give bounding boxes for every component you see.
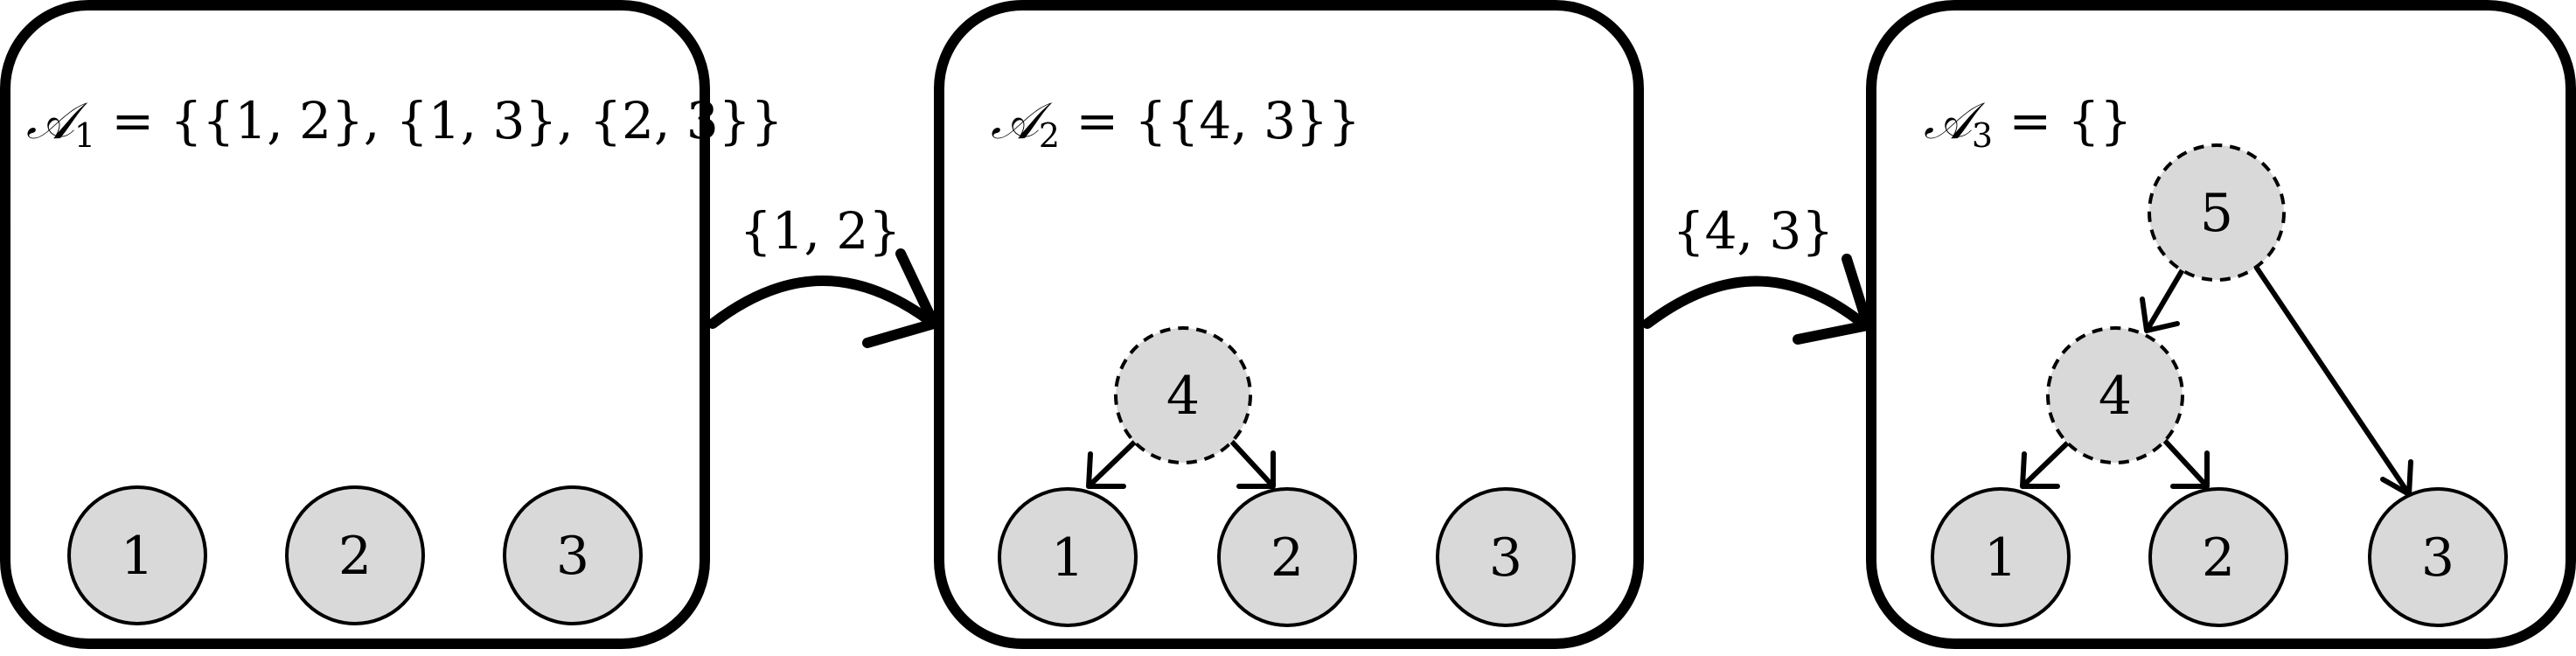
panel-3-node-4-circle xyxy=(2046,326,2184,464)
panel-2-edge-4-to-1-head xyxy=(1086,451,1126,489)
panel-2-node-1-circle xyxy=(998,487,1138,627)
panel-2-edge-4-to-1-line xyxy=(1086,437,1139,489)
panel-3-edge-4-to-2 xyxy=(2162,437,2210,489)
panel-1-frame xyxy=(0,0,710,649)
panel-3-node-2-circle xyxy=(2148,487,2288,627)
panel-2-node-1: 1 xyxy=(998,487,1138,627)
panel-1-node-3: 3 xyxy=(503,485,643,625)
panel-1-node-2-circle xyxy=(285,485,425,625)
panel-2-title: 𝒜2 = {{4, 3}} xyxy=(991,91,1361,155)
panel-3-node-5-label: 5 xyxy=(2200,183,2233,244)
transition-1-arrow xyxy=(707,276,936,329)
transition-2-arrow xyxy=(1642,276,1870,331)
panel-3-edge-4-to-2-line xyxy=(2162,437,2210,489)
panel-3-node-3-circle xyxy=(2368,487,2508,627)
panel-2-node-4-label: 4 xyxy=(1166,366,1200,427)
panel-1-node-3-label: 3 xyxy=(556,526,589,587)
panel-2-title-subscript: 2 xyxy=(1039,116,1060,155)
panel-3-title-set: = {} xyxy=(1993,91,2132,150)
transition-1-label: {1, 2} xyxy=(740,201,901,261)
panel-1-node-1: 1 xyxy=(67,485,207,625)
panel-2-edge-4-to-1 xyxy=(1086,437,1139,489)
panel-1-node-2: 2 xyxy=(285,485,425,625)
panel-1-node-2-label: 2 xyxy=(338,526,372,587)
panel-2-node-3-circle xyxy=(1436,487,1576,627)
panel-2-node-3-label: 3 xyxy=(1489,527,1522,589)
panel-3-edge-4-to-1 xyxy=(2020,437,2073,489)
panel-2-node-2-circle xyxy=(1217,487,1357,627)
panel-3-node-1-circle xyxy=(1931,487,2071,627)
panel-3: 𝒜3 = {} 5 4 1 xyxy=(1866,0,2576,649)
panel-2-node-2-label: 2 xyxy=(1271,527,1304,589)
panel-1-title: 𝒜1 = {{1, 2}, {1, 3}, {2, 3}} xyxy=(26,91,783,155)
panel-3-node-3: 3 xyxy=(2368,487,2508,627)
transition-2: {4, 3} xyxy=(1642,201,1873,345)
panel-2-node-4: 4 xyxy=(1114,326,1252,464)
panel-2-title-set: = {{4, 3}} xyxy=(1060,91,1361,150)
panel-3-edge-4-to-2-head xyxy=(2170,450,2210,489)
panel-1-title-subscript: 1 xyxy=(74,116,95,155)
panel-1-node-1-label: 1 xyxy=(121,526,154,587)
panel-3-node-3-label: 3 xyxy=(2421,527,2454,589)
panel-2-node-4-circle xyxy=(1114,326,1252,464)
panel-3-node-1: 1 xyxy=(1931,487,2071,627)
panel-3-node-5-circle xyxy=(2148,143,2286,282)
panel-1-node-1-circle xyxy=(67,485,207,625)
panel-3-title-subscript: 3 xyxy=(1972,116,1993,155)
panel-3-node-2-label: 2 xyxy=(2202,527,2235,589)
panel-3-node-1-label: 1 xyxy=(1984,527,2017,589)
panel-3-node-5: 5 xyxy=(2148,143,2286,282)
panel-2-edge-4-to-2-head xyxy=(1236,450,1276,489)
panel-2-node-3: 3 xyxy=(1436,487,1576,627)
panel-2-node-1-label: 1 xyxy=(1051,527,1084,589)
transition-2-label: {4, 3} xyxy=(1673,201,1834,261)
panel-2-node-2: 2 xyxy=(1217,487,1357,627)
panel-1-node-3-circle xyxy=(503,485,643,625)
panel-3-edge-5-to-4 xyxy=(2140,265,2187,333)
panel-2-edge-4-to-2-line xyxy=(1228,437,1276,489)
panel-3-edge-5-to-4-line xyxy=(2144,265,2187,332)
panel-3-edge-5-to-4-head xyxy=(2140,297,2180,333)
panel-3-edge-4-to-1-line xyxy=(2020,437,2073,489)
panel-3-node-4-label: 4 xyxy=(2099,366,2132,427)
transition-1: {1, 2} xyxy=(707,201,939,348)
panel-1: 𝒜1 = {{1, 2}, {1, 3}, {2, 3}} 1 2 3 xyxy=(0,0,783,649)
panel-2-edge-4-to-2 xyxy=(1228,437,1276,489)
panel-2: 𝒜2 = {{4, 3}} 4 1 2 3 xyxy=(934,0,1644,649)
panel-3-node-2: 2 xyxy=(2148,487,2288,627)
panel-1-title-set: = {{1, 2}, {1, 3}, {2, 3}} xyxy=(95,91,783,150)
panel-3-node-4: 4 xyxy=(2046,326,2184,464)
panel-3-edge-4-to-1-head xyxy=(2020,451,2060,489)
panel-3-title: 𝒜3 = {} xyxy=(1924,91,2132,155)
panel-3-edge-5-to-3-line xyxy=(2253,265,2412,496)
